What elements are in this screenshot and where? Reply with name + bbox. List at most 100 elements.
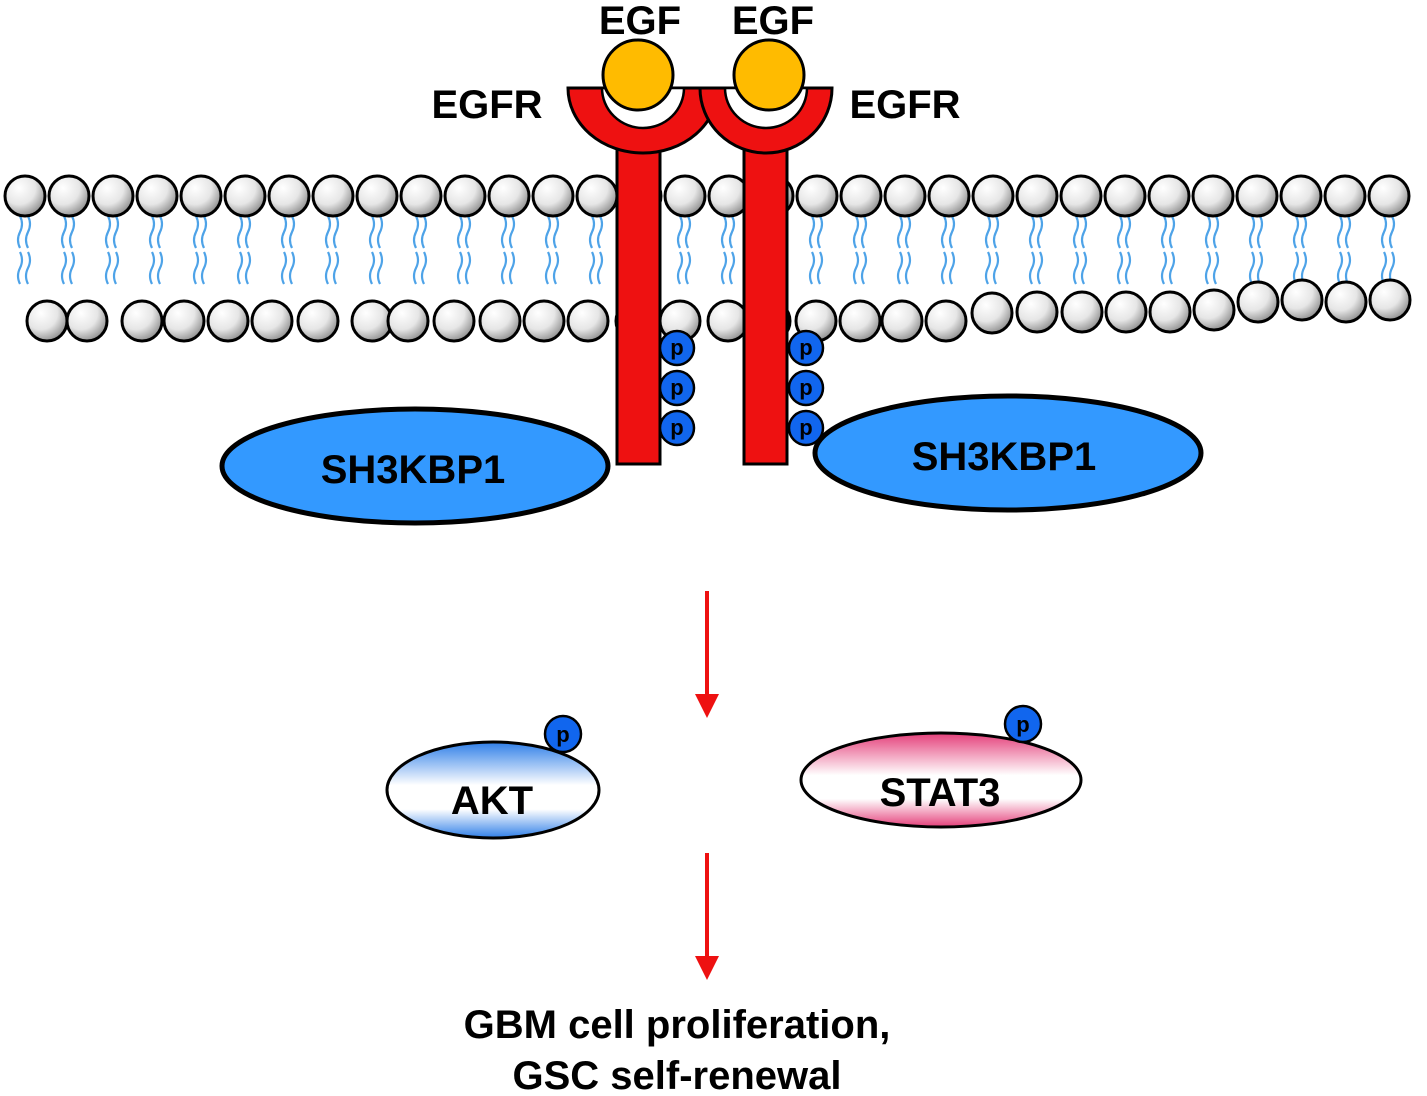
lipid-tail bbox=[236, 251, 252, 285]
lipid-tail bbox=[1336, 251, 1352, 285]
lipid-tail bbox=[940, 215, 956, 249]
stat3-ellipse bbox=[799, 731, 1083, 829]
lipid-tail bbox=[1248, 251, 1264, 285]
inner-lipid-head bbox=[478, 299, 522, 343]
outer-lipid-heads bbox=[3, 174, 1411, 218]
outer-lipid-head bbox=[311, 174, 355, 218]
inner-lipid-head bbox=[1104, 290, 1148, 334]
egfr-left-label: EGFR bbox=[431, 83, 542, 127]
inner-lipid-head bbox=[350, 299, 394, 343]
akt-label: AKT bbox=[451, 779, 533, 823]
phospho-group: p bbox=[787, 409, 825, 447]
lipid-tail bbox=[324, 251, 340, 285]
lipid-tail bbox=[1160, 215, 1176, 249]
lipid-tail bbox=[1116, 251, 1132, 285]
outer-lipid-head bbox=[927, 174, 971, 218]
lipid-tail bbox=[544, 251, 560, 285]
inner-lipid-head bbox=[65, 299, 109, 343]
inner-lipid-head bbox=[296, 299, 340, 343]
lipid-tail bbox=[984, 215, 1000, 249]
lipid-tail bbox=[544, 215, 560, 249]
egf-left-label: EGF bbox=[599, 0, 681, 43]
outer-lipid-head bbox=[47, 174, 91, 218]
lipid-tail bbox=[148, 251, 164, 285]
phospho-label: p bbox=[670, 375, 683, 400]
inner-lipid-head bbox=[1192, 288, 1236, 332]
lipid-tail bbox=[1380, 215, 1396, 249]
outer-lipid-head bbox=[839, 174, 883, 218]
inner-lipid-head bbox=[1015, 290, 1059, 334]
outer-lipid-head bbox=[1191, 174, 1235, 218]
outer-lipid-head bbox=[1103, 174, 1147, 218]
sh3kbp1-left-ellipse bbox=[219, 406, 611, 526]
lipid-tail bbox=[852, 215, 868, 249]
akt-phospho: p bbox=[543, 714, 583, 754]
outer-lipid-head bbox=[1235, 174, 1279, 218]
egf-right-ligand bbox=[732, 38, 806, 112]
egf-left-ligand bbox=[601, 38, 675, 112]
outer-lipid-head bbox=[443, 174, 487, 218]
inner-lipid-head bbox=[566, 299, 610, 343]
lipid-tail bbox=[676, 215, 692, 249]
inner-lipid-head bbox=[1280, 278, 1324, 322]
inner-lipid-head bbox=[706, 299, 750, 343]
lipid-tail bbox=[896, 251, 912, 285]
lipid-tail bbox=[676, 251, 692, 285]
outer-lipid-head bbox=[91, 174, 135, 218]
outer-lipid-head bbox=[1015, 174, 1059, 218]
inner-lipid-head bbox=[970, 291, 1014, 335]
phospho-group: p bbox=[787, 369, 825, 407]
phospho-label: p bbox=[799, 375, 812, 400]
lipid-tail bbox=[1336, 215, 1352, 249]
lipid-tail bbox=[60, 215, 76, 249]
inner-lipid-head bbox=[120, 299, 164, 343]
phospho-group: p bbox=[658, 369, 696, 407]
lipid-tail bbox=[1028, 251, 1044, 285]
stat3-label: STAT3 bbox=[880, 771, 1001, 815]
cell-membrane bbox=[3, 174, 1412, 343]
lipid-tail bbox=[104, 215, 120, 249]
outer-lipid-head bbox=[223, 174, 267, 218]
lipid-tail bbox=[16, 251, 32, 285]
lipid-tail bbox=[808, 215, 824, 249]
egfr-right bbox=[698, 86, 834, 466]
outer-lipid-head bbox=[795, 174, 839, 218]
outer-lipid-head bbox=[355, 174, 399, 218]
lipid-tail bbox=[852, 251, 868, 285]
outer-lipid-head bbox=[1323, 174, 1367, 218]
lipid-tail bbox=[1248, 215, 1264, 249]
inner-lipid-head bbox=[250, 299, 294, 343]
lipid-tail bbox=[280, 215, 296, 249]
inner-lipid-head bbox=[1368, 278, 1412, 322]
outcome-line-1: GBM cell proliferation, bbox=[464, 1003, 891, 1047]
inner-lipid-head bbox=[386, 299, 430, 343]
inner-lipid-head bbox=[522, 299, 566, 343]
stat3-phospho-label: p bbox=[1016, 712, 1029, 737]
phospho-label: p bbox=[799, 335, 812, 360]
lipid-tail bbox=[500, 251, 516, 285]
lipid-tail bbox=[192, 215, 208, 249]
inner-lipid-head bbox=[1060, 290, 1104, 334]
inner-lipid-head bbox=[924, 299, 968, 343]
lipid-tail bbox=[500, 215, 516, 249]
stat3-phospho: p bbox=[1003, 704, 1043, 744]
outer-lipid-head bbox=[1367, 174, 1411, 218]
outer-lipid-head bbox=[1279, 174, 1323, 218]
inner-lipid-head bbox=[432, 299, 476, 343]
sh3kbp1-left-label: SH3KBP1 bbox=[321, 448, 506, 492]
lipid-tail bbox=[808, 251, 824, 285]
outer-lipid-head bbox=[3, 174, 47, 218]
lipid-tail bbox=[456, 251, 472, 285]
lipid-tail bbox=[456, 215, 472, 249]
outer-lipid-head bbox=[487, 174, 531, 218]
lipid-tail bbox=[1292, 215, 1308, 249]
lipid-tail bbox=[412, 251, 428, 285]
phospho-label: p bbox=[799, 415, 812, 440]
outer-lipid-head bbox=[1059, 174, 1103, 218]
outer-lipid-head bbox=[575, 174, 619, 218]
lipid-tail bbox=[324, 215, 340, 249]
lipid-tail bbox=[192, 251, 208, 285]
